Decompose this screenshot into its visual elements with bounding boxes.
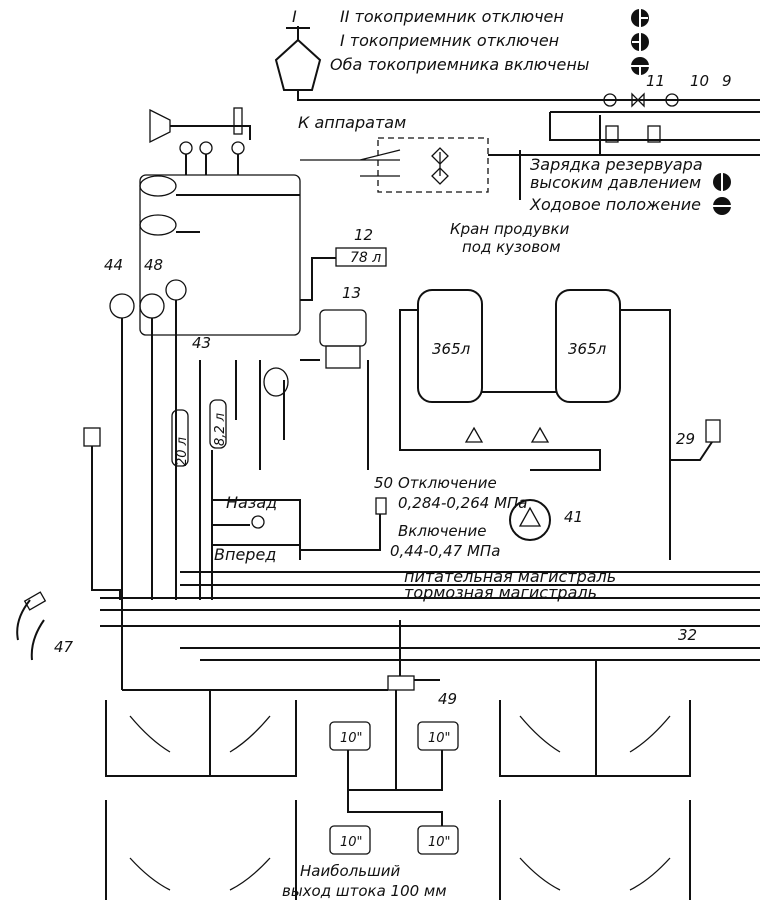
svg-text:41: 41 <box>564 508 583 526</box>
gauge-44 <box>109 293 135 319</box>
svg-text:13: 13 <box>342 284 361 302</box>
charging-label-1: Зарядка резервуара <box>530 155 703 174</box>
svg-text:10": 10" <box>340 835 363 850</box>
svg-text:11: 11 <box>646 72 665 90</box>
governor-13 <box>319 309 367 347</box>
gauge-48 <box>139 293 165 319</box>
bogie-left <box>105 690 297 900</box>
purge-label-1: Кран продувки <box>450 220 570 238</box>
valve-49 <box>387 675 415 691</box>
svg-text:49: 49 <box>438 690 457 708</box>
charging-label-2: высоким давлением <box>530 173 701 192</box>
stroke-label-1: Наибольший <box>300 862 401 880</box>
direction-back: Назад <box>226 493 277 512</box>
svg-text:10: 10 <box>690 72 709 90</box>
svg-text:29: 29 <box>676 430 695 448</box>
svg-text:44: 44 <box>104 256 123 274</box>
svg-text:32: 32 <box>678 626 697 644</box>
tank-12-vol: 78 л <box>350 250 381 266</box>
brake-main-label: тормозная магистраль <box>404 583 597 602</box>
pantograph-label: I <box>292 7 297 26</box>
svg-text:365л: 365л <box>432 340 471 358</box>
svg-text:20 л: 20 л <box>175 437 190 466</box>
valve-11-10 <box>603 92 679 108</box>
switch-off-label: Отключение <box>398 474 497 492</box>
switch-on-label: Включение <box>398 522 486 540</box>
apparatus-box <box>377 137 489 193</box>
compressor-41 <box>509 499 551 541</box>
feed-main-line <box>180 571 760 586</box>
svg-text:10": 10" <box>340 731 363 746</box>
stroke-label-2: выход штока 100 мм <box>282 882 447 900</box>
device-29 <box>705 419 721 443</box>
brake-cylinders <box>329 690 459 855</box>
running-position-label: Ходовое положение <box>529 195 701 214</box>
pantograph-symbol: I <box>274 7 322 91</box>
legend-state-both-on: Оба токоприемника включены <box>330 55 589 74</box>
to-apparatus-label: К аппаратам <box>298 113 406 132</box>
svg-text:50: 50 <box>374 474 393 492</box>
horn-and-valves <box>139 107 301 336</box>
svg-text:9: 9 <box>722 72 732 90</box>
bogie-right <box>499 660 691 900</box>
purge-label-2: под кузовом <box>462 238 561 256</box>
svg-text:10": 10" <box>428 835 451 850</box>
feed-main-label: питательная магистраль <box>404 567 616 586</box>
main-reservoirs: 365л 365л <box>399 289 671 560</box>
svg-text:8,2 л: 8,2 л <box>213 413 228 446</box>
svg-text:47: 47 <box>54 638 74 656</box>
svg-text:48: 48 <box>144 256 163 274</box>
svg-text:10": 10" <box>428 731 451 746</box>
svg-text:365л: 365л <box>568 340 607 358</box>
switch-off-range: 0,284-0,264 МПа <box>398 494 527 512</box>
legend-state-1-off: I токоприемник отключен <box>340 31 559 50</box>
valve-position-icons <box>631 9 649 75</box>
direction-forward: Вперед <box>214 545 276 564</box>
switch-on-range: 0,44-0,47 МПа <box>390 542 500 560</box>
tank-12-num: 12 <box>354 226 373 244</box>
brake-main-line <box>100 597 760 611</box>
legend-state-2-off: II токоприемник отключен <box>340 7 564 26</box>
svg-text:43: 43 <box>192 334 211 352</box>
